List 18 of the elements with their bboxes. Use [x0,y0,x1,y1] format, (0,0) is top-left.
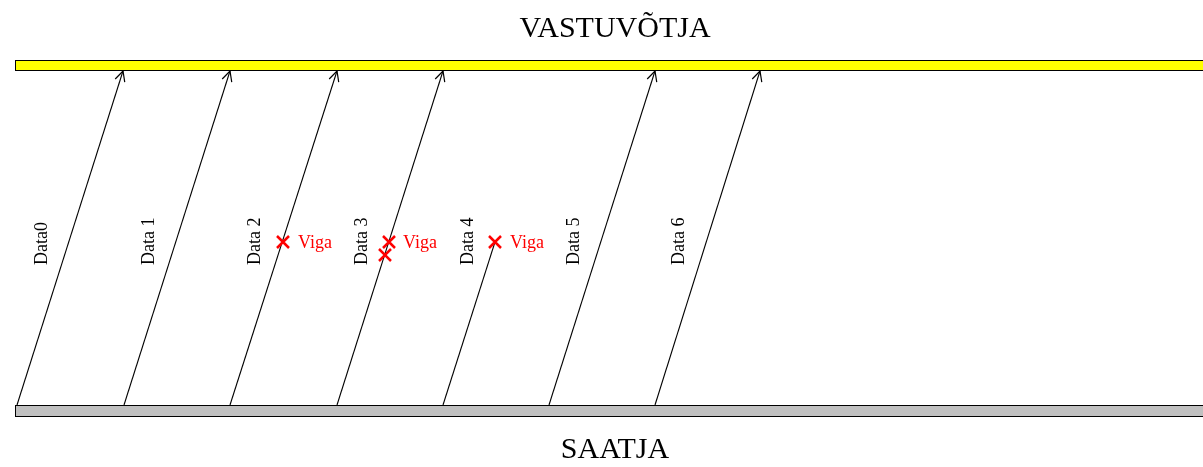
arrow [229,70,340,406]
edge-label: Data 6 [668,217,689,265]
lane-title: SAATJA [560,431,670,465]
arrow [548,70,658,406]
arrow [654,70,763,406]
error-label: Viga [298,232,332,252]
arrow [336,70,446,406]
error-label: Viga [403,232,437,252]
arrow [123,70,233,406]
edge-label: Data 5 [562,217,583,265]
edge-label: Data 2 [244,217,265,265]
edge-label: Data 3 [350,217,371,265]
arrow [16,70,126,406]
edge-label: Data0 [30,222,51,265]
lane-title: VASTUVÕTJA [519,10,711,44]
edge-label: Data 4 [457,217,478,265]
edge-label: Data 1 [137,217,158,265]
error-label: Viga [510,232,544,252]
